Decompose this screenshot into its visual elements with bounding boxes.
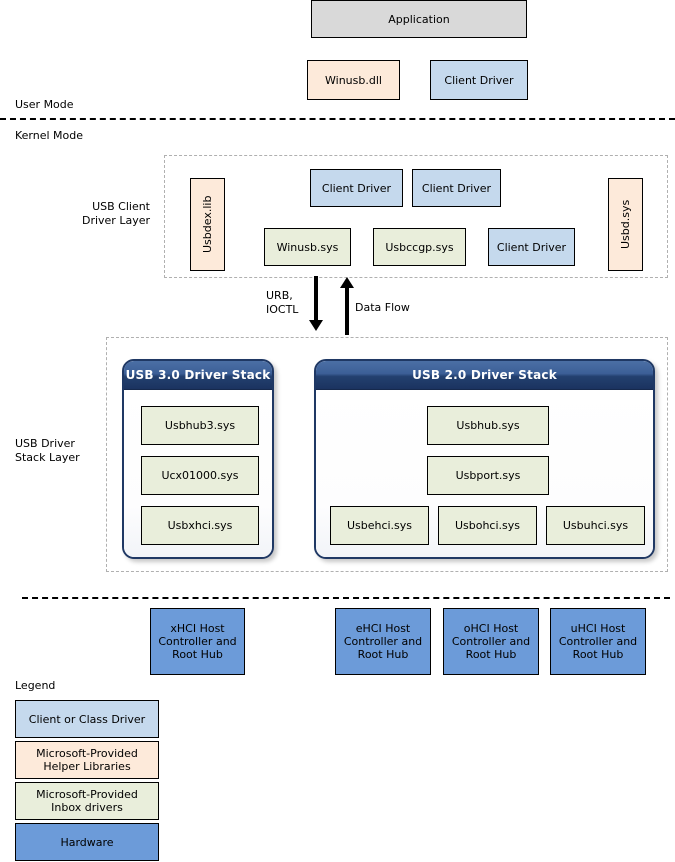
data-flow-arrow-head [340,277,354,288]
usbuhci-sys-box: Usbuhci.sys [546,506,645,545]
usb-client-driver-layer-label: USB Client Driver Layer [81,200,150,227]
urb-ioctl-arrow-head [309,320,323,331]
user-mode-label: User Mode [15,98,74,111]
usb2-stack-title: USB 2.0 Driver Stack [316,361,653,390]
client-driver-box-2: Client Driver [412,169,501,207]
usbohci-sys-box: Usbohci.sys [438,506,537,545]
user-client-driver-box: Client Driver [430,60,528,100]
ehci-host-controller-box: eHCI Host Controller and Root Hub [335,608,431,675]
urb-ioctl-label: URB, IOCTL [266,289,299,316]
usbxhci-sys-box: Usbxhci.sys [141,506,259,545]
data-flow-label: Data Flow [355,301,410,314]
usbehci-sys-box: Usbehci.sys [330,506,429,545]
usb-client-driver-layer-container [164,155,668,278]
usbccgp-sys-box: Usbccgp.sys [373,228,466,266]
winusb-sys-box: Winusb.sys [264,228,351,266]
usb2-driver-stack-panel: USB 2.0 Driver Stack Usbhub.sys Usbport.… [314,359,655,559]
application-box: Application [311,0,527,38]
winusb-dll-box: Winusb.dll [307,60,400,100]
usb3-stack-title: USB 3.0 Driver Stack [124,361,272,390]
user-kernel-divider [0,118,675,120]
kernel-mode-label: Kernel Mode [15,129,84,142]
client-driver-box-3: Client Driver [488,228,575,266]
urb-ioctl-arrow-line [314,276,318,322]
usb3-driver-stack-panel: USB 3.0 Driver Stack Usbhub3.sys Ucx0100… [122,359,274,559]
legend-item-hardware: Hardware [15,823,159,861]
legend-item-helper-libraries: Microsoft-Provided Helper Libraries [15,741,159,779]
usb-driver-stack-layer-label: USB Driver Stack Layer [15,437,80,464]
ohci-host-controller-box: oHCI Host Controller and Root Hub [443,608,539,675]
ucx01000-sys-box: Ucx01000.sys [141,456,259,495]
usbd-sys-box: Usbd.sys [608,178,643,271]
usbhub3-sys-box: Usbhub3.sys [141,406,259,445]
kernel-hardware-divider [22,597,670,599]
client-driver-box-1: Client Driver [310,169,403,207]
usbdex-lib-box: Usbdex.lib [190,178,225,271]
legend-item-inbox-drivers: Microsoft-Provided Inbox drivers [15,782,159,820]
usb-driver-stack-layer-container [106,337,668,572]
uhci-host-controller-box: uHCI Host Controller and Root Hub [550,608,646,675]
data-flow-arrow-line [345,288,349,335]
usbport-sys-box: Usbport.sys [427,456,549,495]
legend-item-client-or-class-driver: Client or Class Driver [15,700,159,738]
usbhub-sys-box: Usbhub.sys [427,406,549,445]
legend-title: Legend [15,679,56,692]
xhci-host-controller-box: xHCI Host Controller and Root Hub [150,608,245,675]
